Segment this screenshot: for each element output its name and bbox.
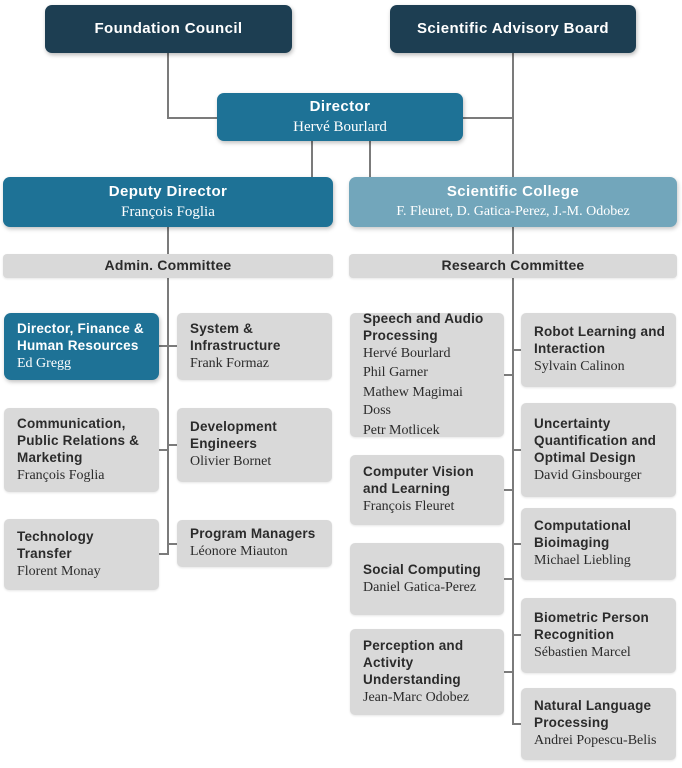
node-person: François Foglia <box>121 203 215 220</box>
node-title: System & Infrastructure <box>190 320 281 353</box>
connector-stub-row1 <box>159 345 177 347</box>
node-person: Florent Monay <box>17 563 101 579</box>
node-system-infrastructure: System & Infrastructure Frank Formaz <box>177 313 332 380</box>
node-uncertainty-quantification: Uncertainty Quantification and Optimal D… <box>521 403 676 497</box>
node-person: Phil Garner <box>363 365 428 381</box>
connector-foundation-to-director <box>167 117 217 119</box>
node-communication-pr-marketing: Communication, Public Relations & Market… <box>4 408 159 492</box>
connector-foundation-down <box>167 53 169 119</box>
node-title: Scientific Advisory Board <box>417 20 609 38</box>
connector-stub-development <box>167 444 177 446</box>
connector-advisory-down <box>512 53 514 177</box>
node-person: Olivier Bornet <box>190 454 272 470</box>
connector-stub-communication <box>159 449 169 451</box>
node-person: Hervé Bourlard <box>363 345 451 361</box>
node-persons: F. Fleuret, D. Gatica-Perez, J.-M. Odobe… <box>396 204 630 220</box>
node-title: Deputy Director <box>108 182 228 200</box>
node-title: Uncertainty Quantification and Optimal D… <box>534 415 657 465</box>
node-title: Biometric Person Recognition <box>534 609 649 642</box>
node-title: Scientific College <box>446 183 580 201</box>
node-title: Perception and Activity Understanding <box>363 637 464 687</box>
node-title: Communication, Public Relations & Market… <box>17 415 140 465</box>
node-title: Admin. Committee <box>104 257 232 274</box>
node-title: Program Managers <box>190 526 316 542</box>
node-director-finance-hr: Director, Finance & Human Resources Ed G… <box>4 313 159 380</box>
node-program-managers: Program Managers Léonore Miauton <box>177 520 332 567</box>
node-computer-vision-learning: Computer Vision and Learning François Fl… <box>350 455 504 525</box>
node-development-engineers: Development Engineers Olivier Bornet <box>177 408 332 482</box>
connector-director-to-deputy <box>311 141 313 177</box>
connector-stub-program <box>167 543 177 545</box>
node-title: Foundation Council <box>94 20 243 38</box>
connector-stub-uncertainty <box>512 449 522 451</box>
node-admin-committee: Admin. Committee <box>3 254 333 278</box>
node-scientific-advisory-board: Scientific Advisory Board <box>390 5 636 53</box>
node-title: Technology Transfer <box>17 528 94 561</box>
node-person: Andrei Popescu-Belis <box>534 733 657 749</box>
connector-stub-perception <box>504 671 514 673</box>
connector-research-trunk <box>512 278 514 725</box>
connector-admin-trunk <box>167 278 169 555</box>
node-speech-audio-processing: Speech and Audio Processing Hervé Bourla… <box>350 310 504 438</box>
connector-director-to-college <box>369 141 371 177</box>
connector-stub-robot <box>512 349 522 351</box>
node-biometric-person-recognition: Biometric Person Recognition Sébastien M… <box>521 598 676 673</box>
node-foundation-council: Foundation Council <box>45 5 292 53</box>
node-person: Michael Liebling <box>534 553 631 569</box>
node-perception-activity-understanding: Perception and Activity Understanding Je… <box>350 629 504 715</box>
node-person: David Ginsbourger <box>534 467 642 483</box>
connector-director-to-advisory <box>463 117 514 119</box>
node-social-computing: Social Computing Daniel Gatica-Perez <box>350 543 504 615</box>
node-person: Petr Motlicek <box>363 422 440 438</box>
node-person: Ed Gregg <box>17 355 72 371</box>
node-person: Daniel Gatica-Perez <box>363 579 477 595</box>
node-person: Sylvain Calinon <box>534 359 625 375</box>
node-deputy-director: Deputy Director François Foglia <box>3 177 333 227</box>
connector-college-to-research <box>512 227 514 256</box>
node-person: Sébastien Marcel <box>534 644 631 660</box>
node-technology-transfer: Technology Transfer Florent Monay <box>4 519 159 590</box>
node-title: Computational Bioimaging <box>534 518 632 551</box>
node-person: Hervé Bourlard <box>293 118 387 135</box>
connector-stub-speech <box>504 374 514 376</box>
node-computational-bioimaging: Computational Bioimaging Michael Lieblin… <box>521 508 676 580</box>
node-title: Development Engineers <box>190 419 277 452</box>
node-title: Computer Vision and Learning <box>363 464 474 497</box>
connector-stub-bioimaging <box>512 543 522 545</box>
node-person: François Foglia <box>17 467 105 483</box>
node-person: Mathew Magimai Doss <box>363 384 463 419</box>
connector-stub-social <box>504 578 514 580</box>
node-title: Robot Learning and Interaction <box>534 324 666 357</box>
node-director: Director Hervé Bourlard <box>217 93 463 141</box>
connector-deputy-to-admin <box>167 227 169 256</box>
node-robot-learning-interaction: Robot Learning and Interaction Sylvain C… <box>521 313 676 387</box>
connector-stub-nlp <box>512 723 522 725</box>
node-title: Director, Finance & Human Resources <box>17 320 144 353</box>
node-title: Social Computing <box>363 561 481 577</box>
node-title: Research Committee <box>441 257 585 274</box>
connector-stub-biometric <box>512 634 522 636</box>
node-person: Frank Formaz <box>190 355 269 371</box>
node-research-committee: Research Committee <box>349 254 677 278</box>
node-person: François Fleuret <box>363 499 455 515</box>
node-person: Léonore Miauton <box>190 544 288 560</box>
node-title: Speech and Audio Processing <box>363 310 484 343</box>
connector-stub-vision <box>504 489 514 491</box>
connector-stub-technology <box>159 553 169 555</box>
node-title: Director <box>309 97 371 115</box>
node-title: Natural Language Processing <box>534 698 652 731</box>
node-natural-language-processing: Natural Language Processing Andrei Popes… <box>521 688 676 760</box>
node-scientific-college: Scientific College F. Fleuret, D. Gatica… <box>349 177 677 227</box>
node-person: Jean-Marc Odobez <box>363 689 470 705</box>
